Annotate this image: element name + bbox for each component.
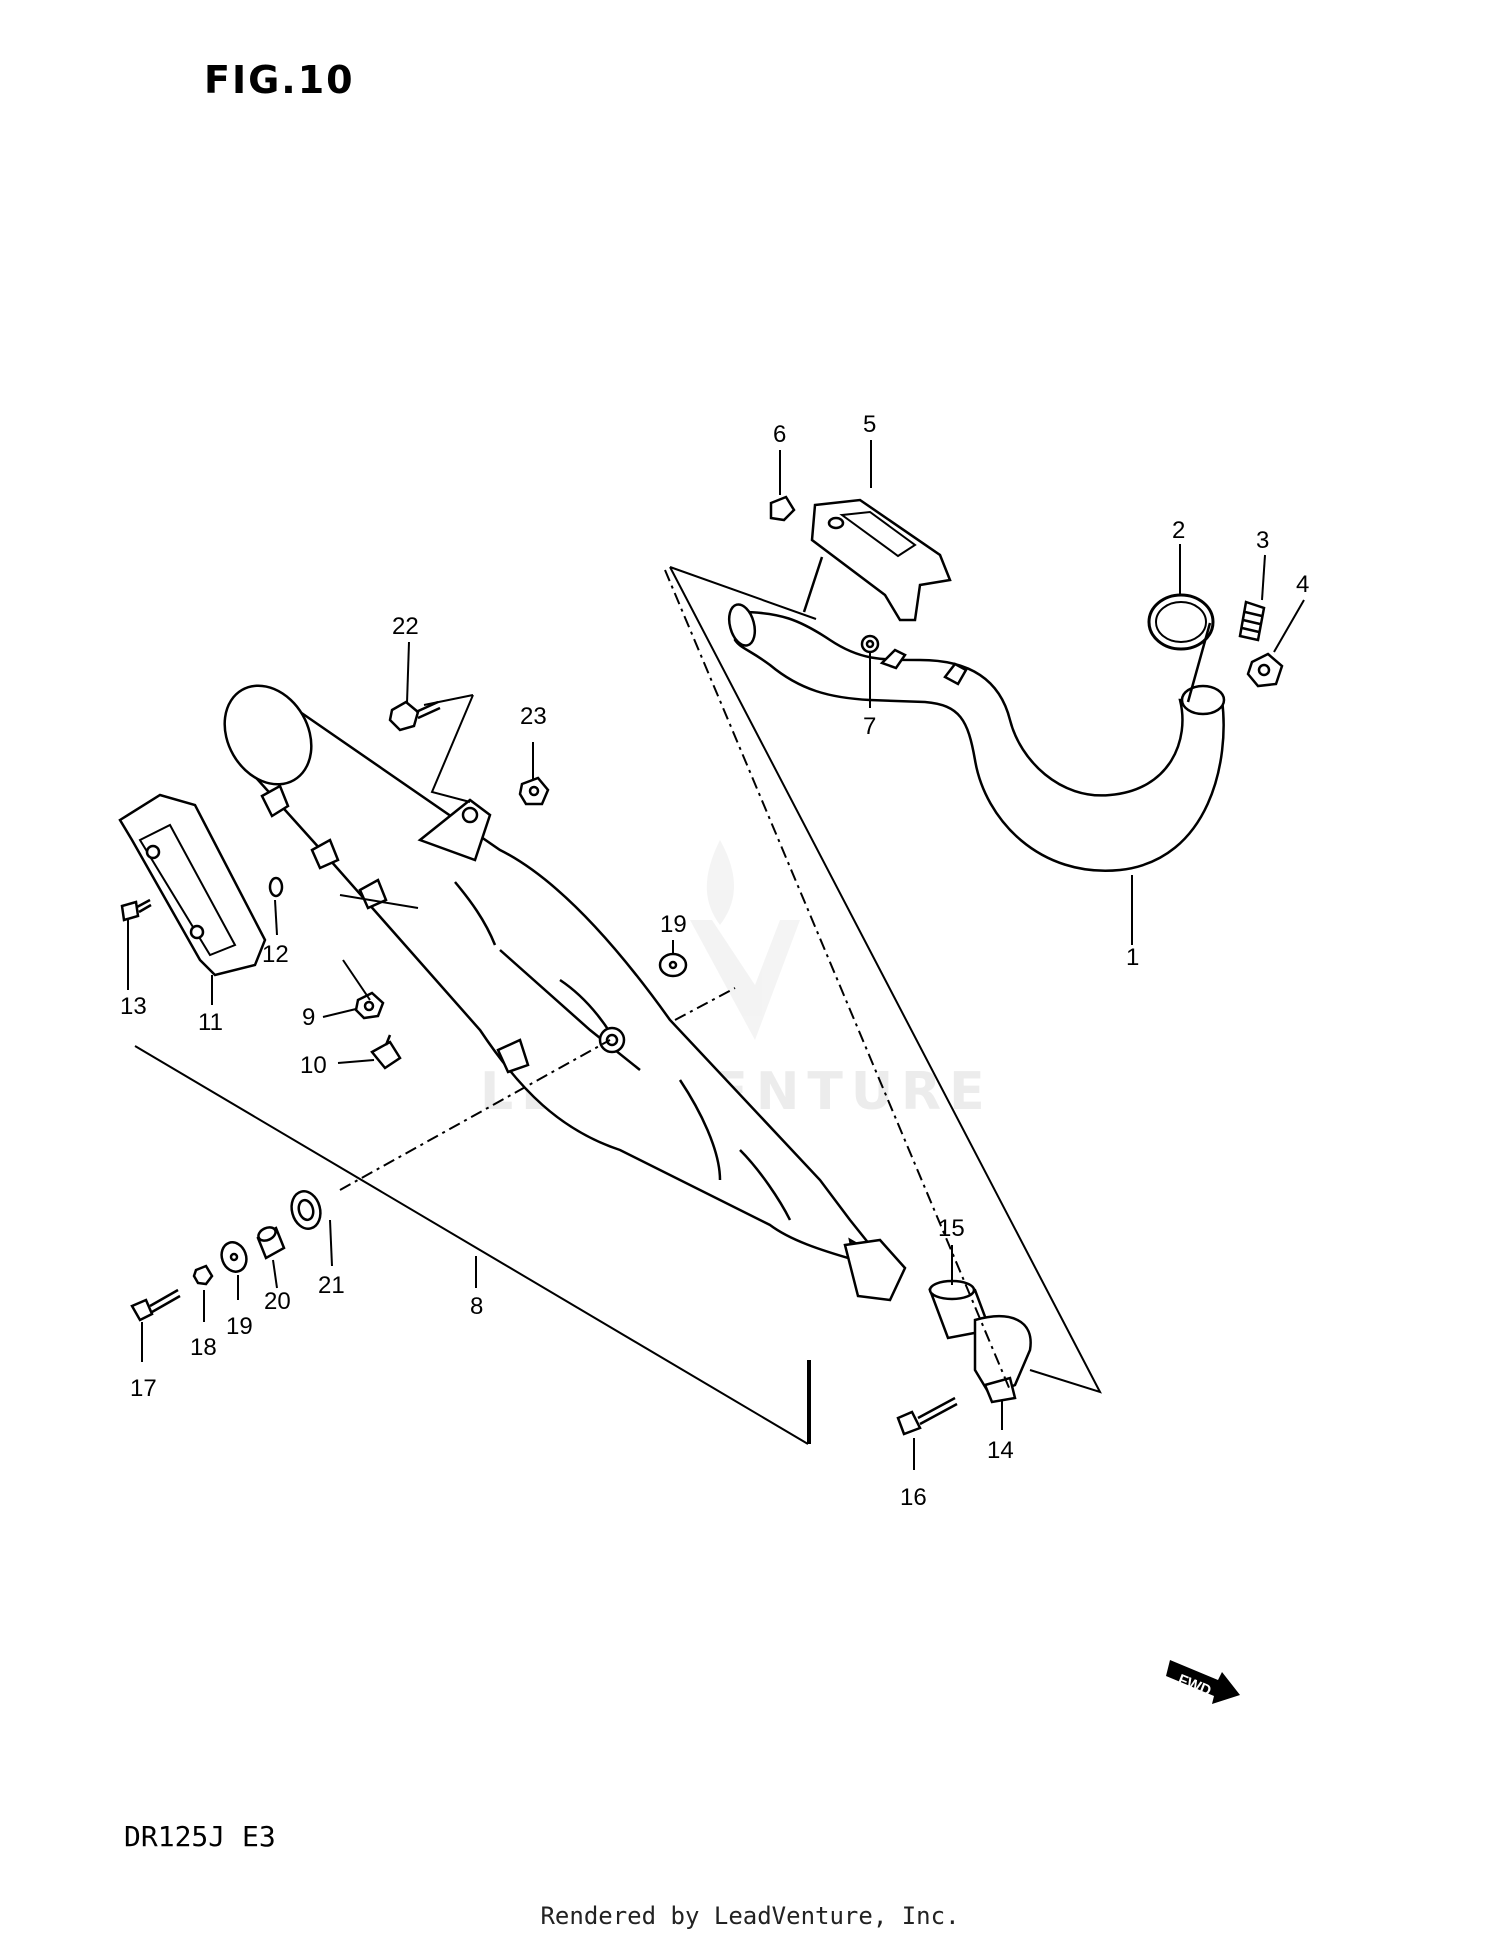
watermark-logo — [690, 840, 800, 1040]
callout-23: 23 — [520, 703, 547, 730]
callout-16: 16 — [900, 1484, 927, 1511]
fwd-arrow-icon: FWD — [1166, 1660, 1240, 1704]
stud-bolt — [1238, 600, 1266, 642]
figure-title: FIG.10 — [204, 58, 355, 102]
callout-1: 1 — [1126, 944, 1139, 971]
callout-4: 4 — [1296, 571, 1309, 598]
screw-13 — [120, 898, 152, 922]
callout-9: 9 — [302, 1004, 315, 1031]
callout-5: 5 — [863, 411, 876, 438]
assembly-lines — [134, 556, 1212, 1445]
nut-6 — [769, 495, 796, 522]
callout-19-upper: 19 — [660, 911, 687, 938]
callout-15: 15 — [938, 1215, 965, 1242]
bolt-22 — [388, 700, 441, 732]
callout-17: 17 — [130, 1375, 157, 1402]
callout-20: 20 — [264, 1288, 291, 1315]
callout-21: 21 — [318, 1272, 345, 1299]
callout-13: 13 — [120, 993, 147, 1020]
callout-7: 7 — [863, 713, 876, 740]
callout-8: 8 — [470, 1293, 483, 1320]
callout-10: 10 — [300, 1052, 327, 1079]
callout-14: 14 — [987, 1437, 1014, 1464]
washer-19-lower — [220, 1241, 248, 1273]
model-code: DR125J E3 — [124, 1820, 276, 1853]
bolt-17 — [130, 1288, 181, 1322]
callout-11: 11 — [198, 1009, 223, 1036]
gasket-ring — [1147, 593, 1215, 651]
heat-shield-upper — [810, 498, 952, 622]
callout-18: 18 — [190, 1334, 217, 1361]
muffler-heat-shield — [118, 793, 267, 977]
leader-lines — [127, 440, 1305, 1470]
callout-2: 2 — [1172, 517, 1185, 544]
callout-22: 22 — [392, 613, 419, 640]
callout-12: 12 — [262, 941, 289, 968]
callout-19-lower: 19 — [226, 1313, 253, 1340]
nut-23 — [518, 776, 550, 806]
callout-labels: 1 2 3 4 5 6 7 8 9 10 11 12 13 14 15 16 1… — [120, 411, 1309, 1511]
washer-19-upper — [658, 952, 688, 978]
grommet-21 — [290, 1190, 322, 1230]
flange-nut — [1246, 652, 1284, 688]
exhaust-pipe — [727, 603, 1226, 872]
nut-9 — [354, 991, 385, 1020]
washer-7 — [860, 634, 880, 654]
washer-12 — [268, 876, 284, 898]
bolt-16 — [896, 1396, 958, 1436]
muffler — [223, 684, 907, 1302]
callout-6: 6 — [773, 421, 786, 448]
callout-3: 3 — [1256, 527, 1269, 554]
nut-18 — [192, 1264, 214, 1286]
bolt-10 — [370, 1034, 402, 1070]
collar-20 — [256, 1226, 286, 1260]
fwd-label: FWD — [1175, 1671, 1213, 1700]
clamp — [973, 1315, 1032, 1404]
footer-credit: Rendered by LeadVenture, Inc. — [540, 1902, 960, 1930]
centerlines — [339, 569, 1011, 1391]
